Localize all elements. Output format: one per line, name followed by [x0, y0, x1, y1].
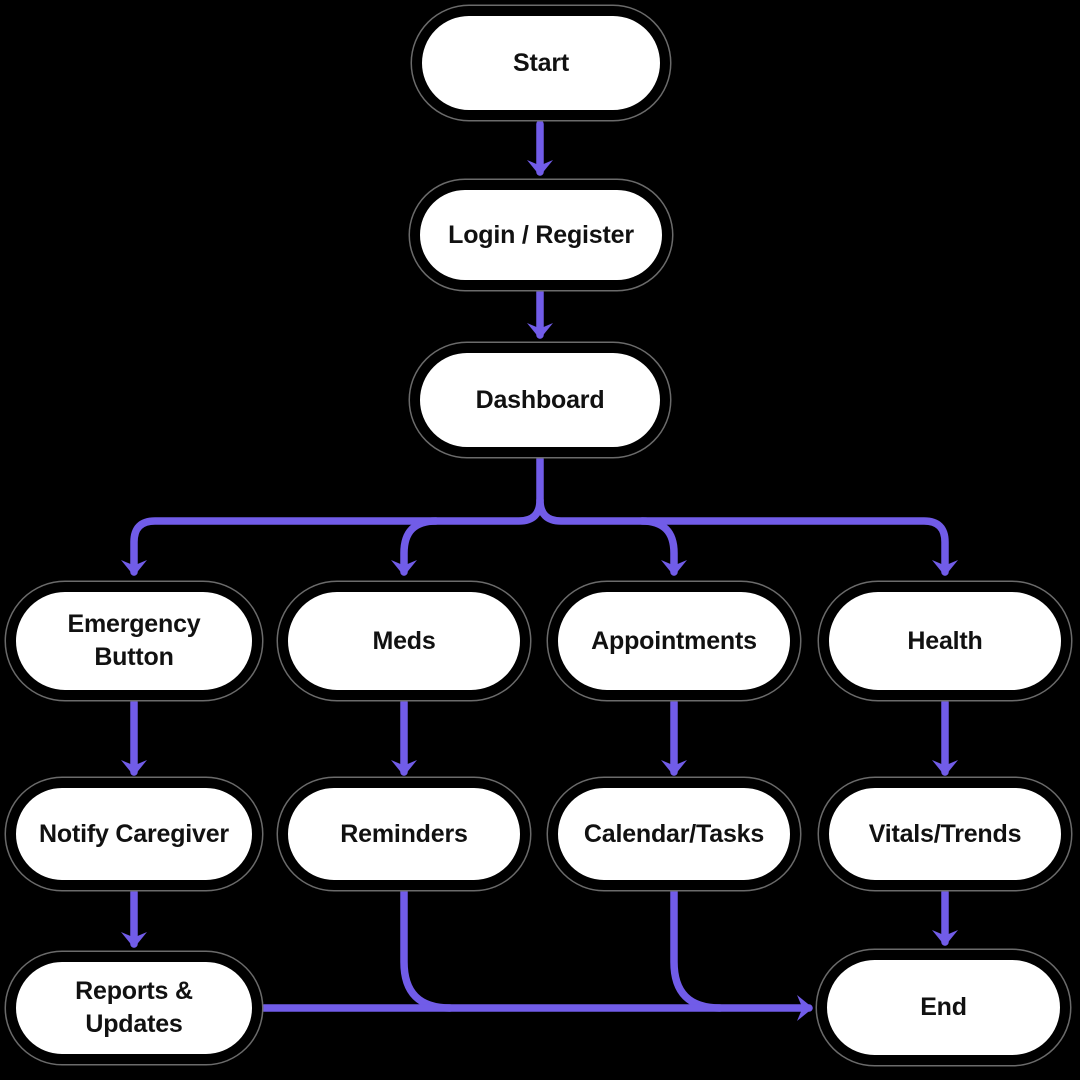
node-label: Appointments: [591, 626, 757, 655]
node-label: Start: [513, 48, 569, 77]
node-vitals-trends: Vitals/Trends: [819, 778, 1071, 890]
edge-dashboard-meds: [391, 517, 440, 576]
edge-dashboard-emergency: [121, 455, 544, 576]
node-login-register: Login / Register: [410, 180, 672, 290]
node-end: End: [817, 950, 1070, 1065]
edge-dashboard-appointments: [638, 517, 687, 576]
edge-reminders-merge: [400, 886, 454, 1012]
node-dashboard: Dashboard: [410, 343, 670, 457]
edge-dashboard-health: [536, 496, 958, 576]
node-label: Meds: [372, 626, 436, 655]
node-label: Login / Register: [448, 220, 634, 249]
node-notify-caregiver: Notify Caregiver: [6, 778, 262, 890]
node-reports-updates: Reports & Updates: [6, 952, 262, 1064]
node-emergency-button: Emergency Button: [6, 582, 262, 700]
node-health: Health: [819, 582, 1071, 700]
node-label: Dashboard: [475, 385, 605, 414]
node-reminders: Reminders: [278, 778, 530, 890]
node-label: Reminders: [340, 819, 468, 848]
edge-calendar-merge: [670, 886, 724, 1012]
node-label: Reports & Updates: [75, 977, 193, 1038]
node-label: Emergency Button: [67, 610, 201, 671]
node-meds: Meds: [278, 582, 530, 700]
node-label: End: [920, 993, 967, 1021]
node-label: Calendar/Tasks: [583, 819, 765, 848]
node-appointments: Appointments: [548, 582, 800, 700]
node-label: Notify Caregiver: [39, 819, 229, 848]
node-label: Vitals/Trends: [868, 819, 1022, 848]
node-calendar-tasks: Calendar/Tasks: [548, 778, 800, 890]
node-start: Start: [412, 6, 670, 120]
node-label: Health: [907, 626, 983, 655]
